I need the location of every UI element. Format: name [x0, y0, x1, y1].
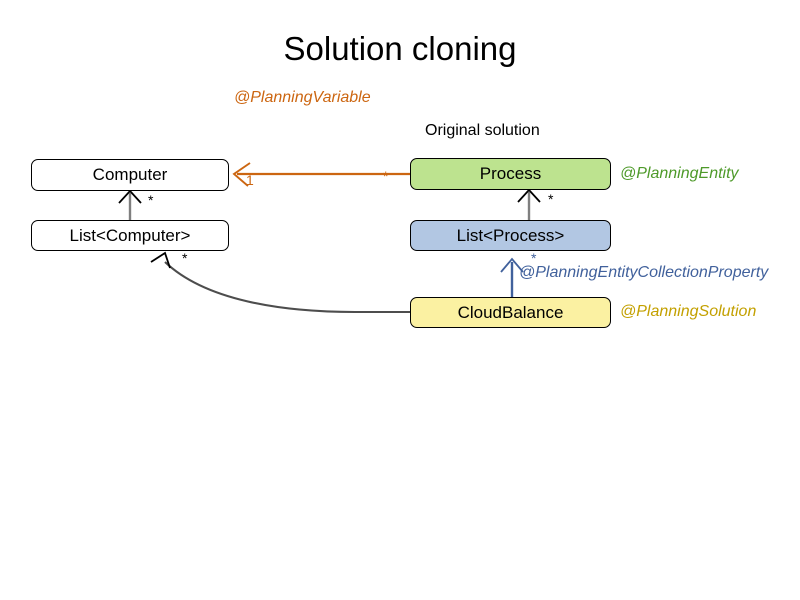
multiplicity-process-computer-many: * — [383, 168, 389, 184]
arrowhead-listprocess-process — [517, 188, 541, 203]
class-box-process[interactable]: Process — [410, 158, 611, 190]
annotation-planning-entity-collection-property: @PlanningEntityCollectionProperty — [519, 264, 769, 281]
arrowhead-listcomputer-computer — [118, 189, 142, 204]
page-title: Solution cloning — [283, 30, 517, 67]
link-cloudbalance-listcomputer — [164, 261, 410, 314]
class-box-cloudbalance[interactable]: CloudBalance — [410, 297, 611, 328]
original-solution-label: Original solution — [425, 122, 540, 139]
class-box-list-computer[interactable]: List<Computer> — [31, 220, 229, 251]
arrowhead-cloudbalance-listcomputer — [150, 251, 171, 269]
multiplicity-listcomputer-cloudbalance: * — [182, 250, 188, 266]
class-box-list-process[interactable]: List<Process> — [410, 220, 611, 251]
annotation-planning-entity: @PlanningEntity — [620, 165, 739, 182]
annotation-planning-variable: @PlanningVariable — [234, 89, 371, 106]
multiplicity-process-listprocess: * — [548, 191, 554, 207]
multiplicity-listprocess-cloudbalance: * — [531, 250, 537, 266]
multiplicity-process-computer-one: 1 — [246, 172, 254, 188]
multiplicity-computer-listcomputer: * — [148, 192, 154, 208]
annotation-planning-solution: @PlanningSolution — [620, 303, 757, 320]
class-box-computer[interactable]: Computer — [31, 159, 229, 191]
